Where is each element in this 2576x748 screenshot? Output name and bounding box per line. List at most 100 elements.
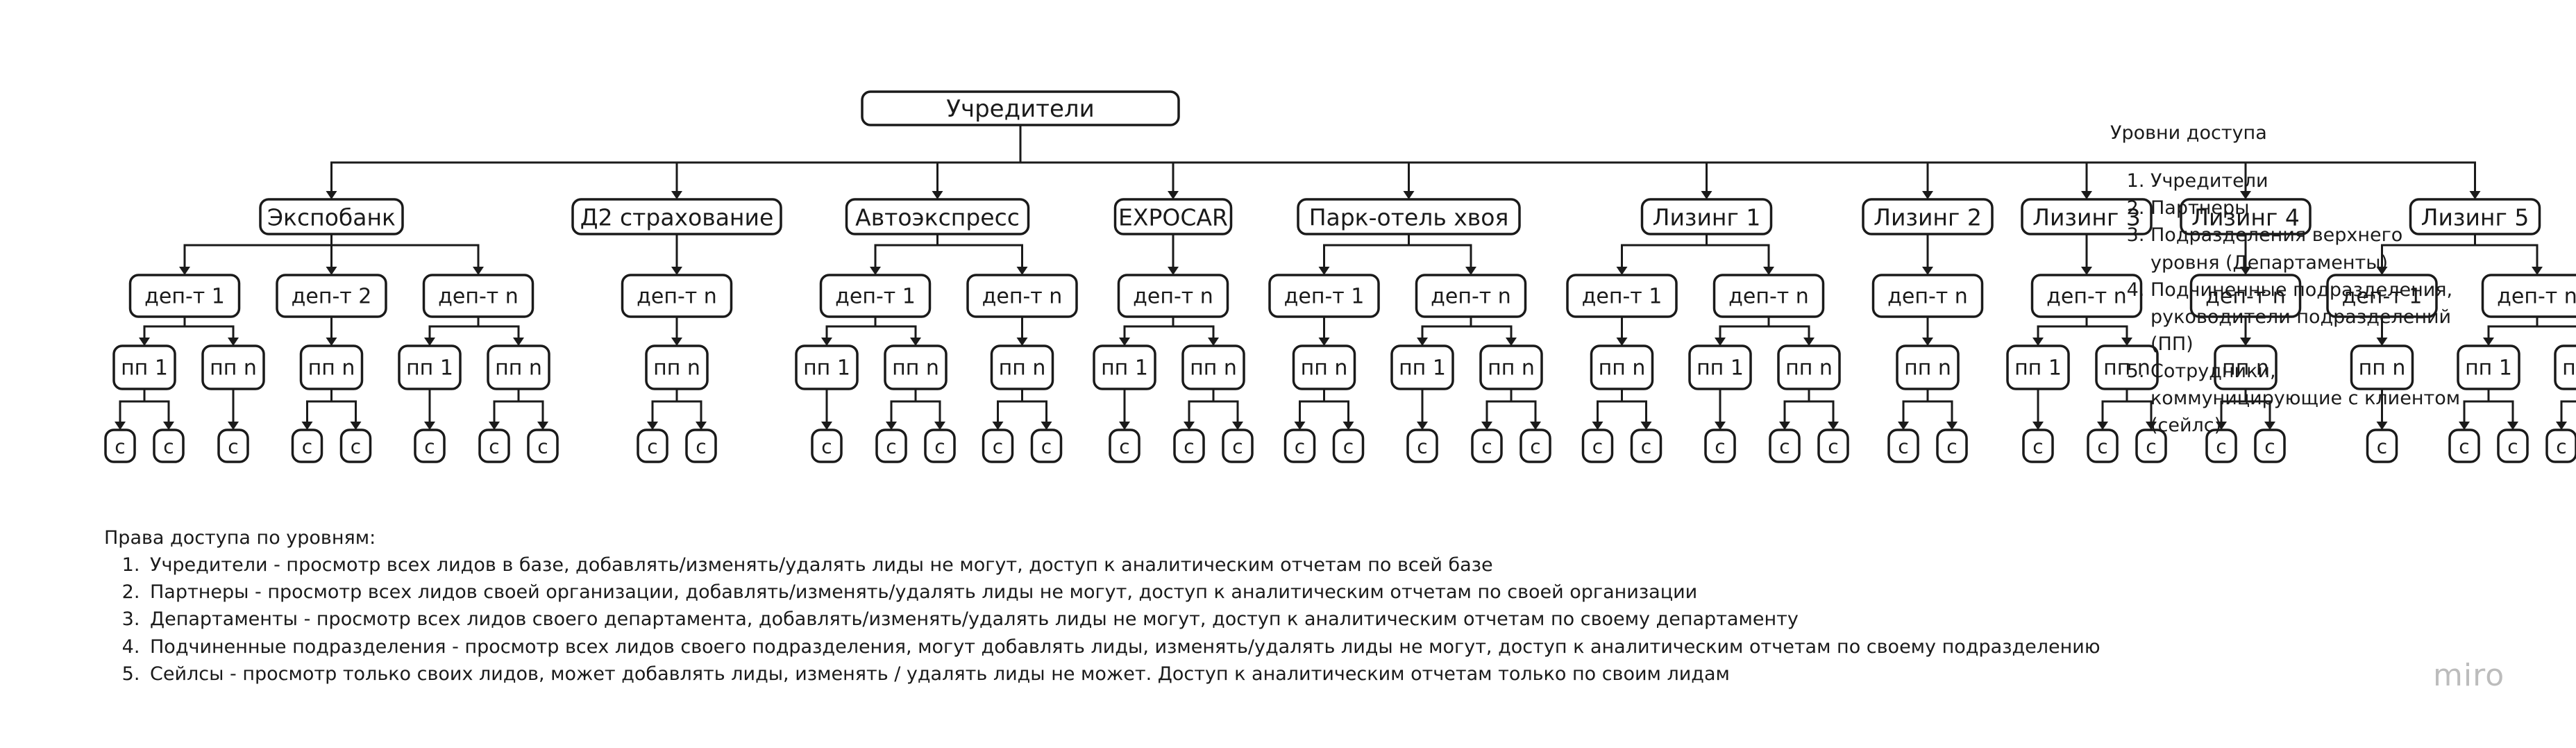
subdivision-node-label: пп n (1488, 356, 1535, 381)
sales-node-box (637, 429, 668, 463)
partner-node-label: Д2 страхование (580, 204, 774, 231)
connector-line (874, 317, 917, 339)
department-node: деп-т n (1117, 274, 1229, 318)
department-node-label: деп-т n (2205, 285, 2286, 309)
arrow-head-icon (1763, 267, 1774, 275)
department-node: деп-т 1 (1566, 274, 1678, 318)
arrow-head-icon (910, 338, 921, 346)
arrow-head-icon (424, 338, 435, 346)
sales-node-label: с (696, 435, 706, 458)
subdivision-node-label: пп n (1599, 356, 1646, 381)
sales-node: с (1581, 429, 1614, 463)
sales-node-box (2366, 429, 2398, 463)
root-node: Учредители (861, 90, 1180, 126)
arrow-head-icon (228, 338, 239, 346)
miro-logo: miro (2433, 658, 2505, 693)
subdivision-node-label: пп 1 (2014, 356, 2062, 381)
sales-node-label: с (1715, 435, 1725, 458)
subdivision-node: пп n (1590, 344, 1654, 390)
sales-node: с (478, 429, 510, 463)
sales-node-box (1222, 429, 1254, 463)
arrow-head-icon (2483, 338, 2494, 346)
department-node: деп-т 1 (819, 274, 932, 318)
sales-node-box (2254, 429, 2286, 463)
subdivision-node: пп n (2350, 344, 2414, 390)
sales-node: с (637, 429, 668, 463)
arrow-head-icon (1481, 422, 1492, 430)
department-node: деп-т n (1415, 274, 1527, 318)
partner-node-label: EXPOCAR (1118, 204, 1228, 231)
arrow-head-icon (1715, 422, 1726, 430)
sales-node-box (1406, 429, 1438, 463)
arrow-head-icon (301, 422, 313, 430)
connector-line (183, 317, 235, 339)
connector-line (119, 389, 146, 423)
arrow-head-icon (1715, 338, 1726, 346)
arrow-head-icon (1465, 267, 1476, 275)
subdivision-node: пп n (1777, 344, 1841, 390)
department-node-label: деп-т n (1133, 285, 1213, 309)
sales-node-box (291, 429, 323, 463)
sales-node-label: с (1041, 435, 1052, 458)
arrow-head-icon (1506, 338, 1517, 346)
sales-node-box (1887, 429, 1919, 463)
arrow-head-icon (1828, 422, 1839, 430)
subdivision-node-label: пп n (1190, 356, 1237, 381)
connector-line (1808, 389, 1835, 423)
sales-node: с (1519, 429, 1551, 463)
access-right-item: Подчиненные подразделения - просмотр все… (146, 633, 2152, 660)
sales-node-box (153, 429, 185, 463)
partner-node: Лизинг 5 (2409, 198, 2541, 235)
subdivision-node: пп n (1181, 344, 1245, 390)
sales-node: с (2545, 429, 2576, 463)
arrow-head-icon (1318, 267, 1330, 275)
subdivision-node-label: пп n (892, 356, 939, 381)
sales-node: с (2448, 429, 2480, 463)
arrow-head-icon (671, 191, 682, 199)
access-level-item: Подразделения верхнего уровня (Департаме… (2150, 222, 2471, 276)
sales-node: с (1936, 429, 1968, 463)
subdivision-node: пп n (1896, 344, 1960, 390)
arrow-head-icon (2121, 338, 2132, 346)
sales-node-box (104, 429, 136, 463)
sales-node-box (2205, 429, 2237, 463)
arrow-head-icon (2532, 267, 2543, 275)
subdivision-node: пп n (884, 344, 948, 390)
department-node-label: деп-т 2 (292, 285, 372, 309)
sales-node-label: с (2459, 435, 2469, 458)
department-node: деп-т 2 (276, 274, 387, 318)
sales-node-box (2135, 429, 2167, 463)
arrow-head-icon (1417, 422, 1428, 430)
arrow-head-icon (513, 338, 524, 346)
partner-node-label: Автоэкспресс (855, 204, 1020, 231)
sales-node-label: с (489, 435, 499, 458)
access-right-item: Учредители - просмотр всех лидов в базе,… (146, 551, 2152, 579)
subdivision-node-label: пп n (1301, 356, 1348, 381)
arrow-head-icon (1779, 422, 1790, 430)
sales-node-label: с (934, 435, 945, 458)
sales-node-label: с (1232, 435, 1243, 458)
partner-node-label: Лизинг 2 (1874, 204, 1982, 231)
sales-node-label: с (1946, 435, 1957, 458)
sales-node-label: с (1530, 435, 1540, 458)
sales-node-box (1519, 429, 1551, 463)
arrow-head-icon (1946, 422, 1958, 430)
connector-line (2560, 400, 2576, 423)
connector-line (2037, 317, 2088, 339)
sales-node-label: с (886, 435, 896, 458)
access-levels-panel: Уровни доступа Учредители Партнеры Подра… (2110, 119, 2471, 440)
arrow-head-icon (1898, 422, 1909, 430)
connector-line (1323, 234, 1410, 268)
arrow-head-icon (350, 422, 362, 430)
sales-node-label: с (2146, 435, 2156, 458)
department-node-label: деп-т n (2046, 285, 2127, 309)
sales-node-box (1109, 429, 1140, 463)
arrow-head-icon (886, 422, 897, 430)
connector-line (1212, 389, 1239, 423)
arrow-head-icon (1640, 422, 1652, 430)
sales-node-box (1173, 429, 1205, 463)
subdivision-node-label: пп 1 (1399, 356, 1446, 381)
sales-node-box (982, 429, 1014, 463)
subdivision-node-label: пп n (2222, 356, 2269, 381)
connector-line (428, 317, 480, 339)
